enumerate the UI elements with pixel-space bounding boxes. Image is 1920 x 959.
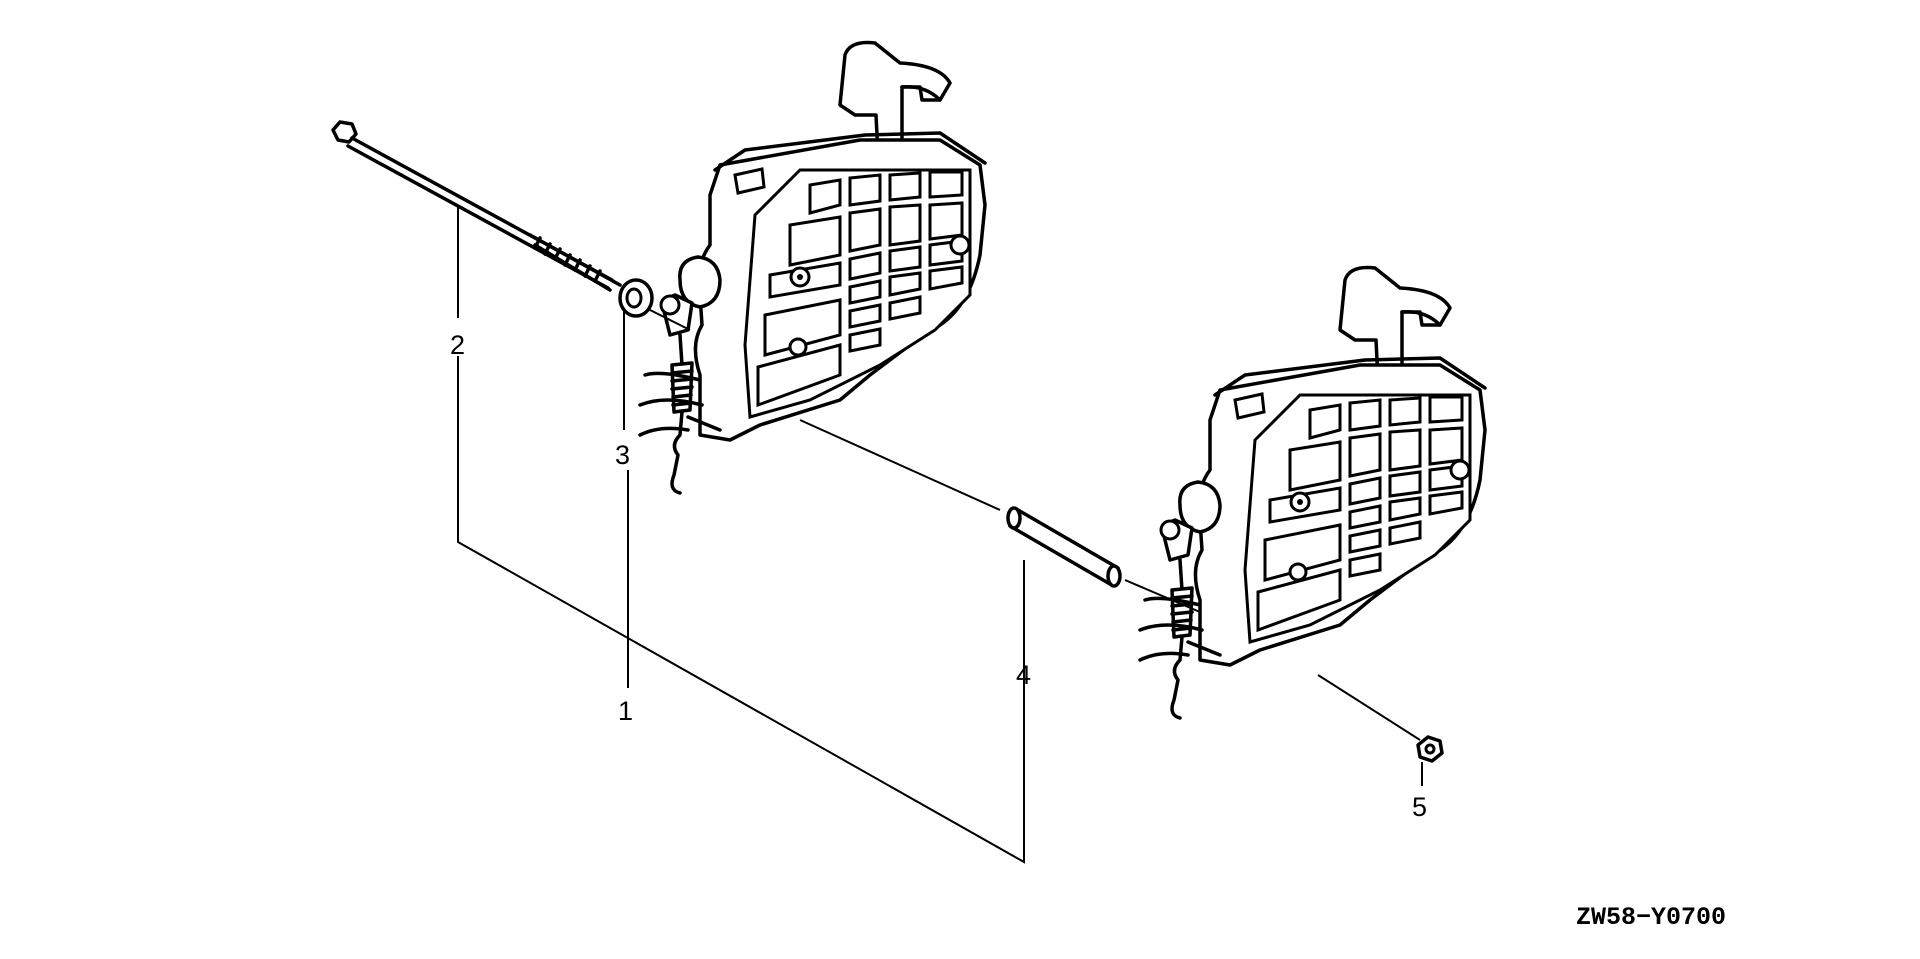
nut [1416, 735, 1444, 763]
washer [618, 278, 654, 318]
leader-lines [457, 206, 1423, 864]
callout-4: 4 [1016, 660, 1031, 690]
callout-1: 1 [618, 696, 633, 726]
callout-2: 2 [450, 330, 465, 360]
callout-5: 5 [1412, 792, 1427, 822]
bolt [331, 120, 622, 292]
diagram-code: ZW58−Y0700 [1576, 903, 1726, 932]
collar [1006, 506, 1122, 588]
callout-3: 3 [615, 440, 630, 470]
control-box-right [1138, 265, 1487, 720]
